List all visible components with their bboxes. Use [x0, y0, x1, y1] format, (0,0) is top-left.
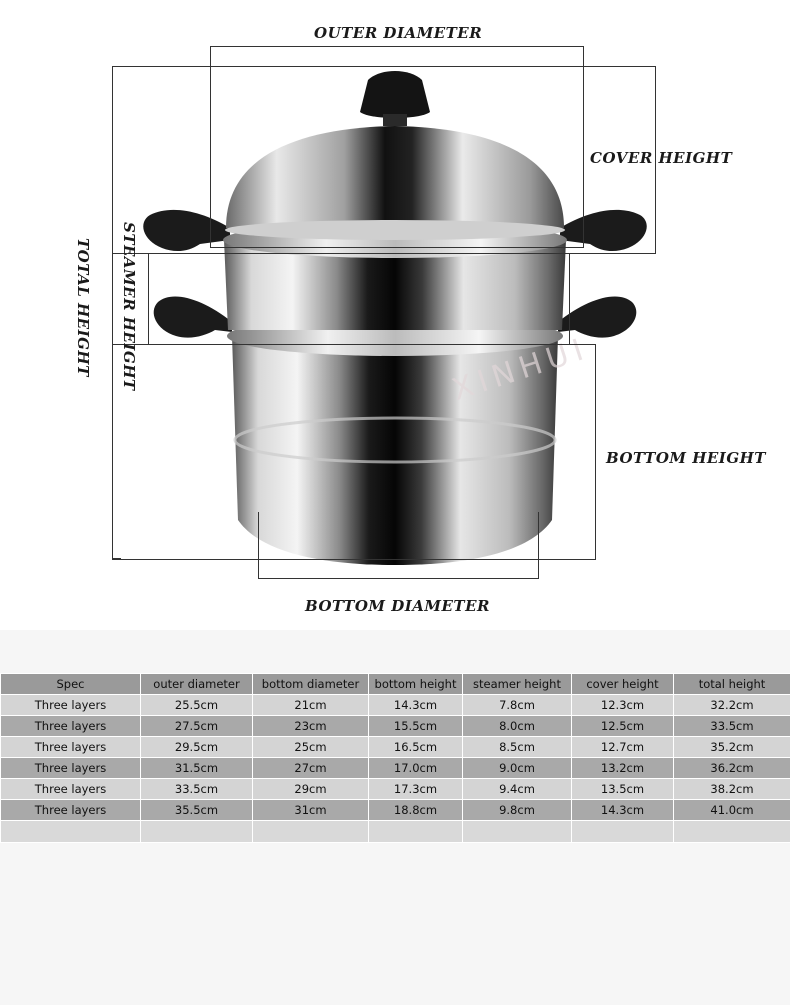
- table-cell: 21cm: [252, 694, 369, 716]
- table-row: Three layers 27.5cm 23cm 15.5cm 8.0cm 12…: [0, 715, 790, 737]
- table-cell: 25cm: [252, 736, 369, 758]
- table-cell: 27cm: [252, 757, 369, 779]
- outer-diameter-box: [210, 46, 584, 248]
- table-cell: 31cm: [252, 799, 369, 821]
- table-cell: Three layers: [0, 715, 141, 737]
- table-cell: 13.2cm: [571, 757, 674, 779]
- table-cell: 36.2cm: [673, 757, 790, 779]
- table-header-row: Spec outer diameter bottom diameter bott…: [0, 673, 790, 695]
- table-row: Three layers 29.5cm 25cm 16.5cm 8.5cm 12…: [0, 736, 790, 758]
- table-row: Three layers 33.5cm 29cm 17.3cm 9.4cm 13…: [0, 778, 790, 800]
- table-cell: 15.5cm: [368, 715, 463, 737]
- outer-diameter-label: OUTER DIAMETER: [314, 24, 483, 42]
- table-cell: 35.2cm: [673, 736, 790, 758]
- header-bottom-diameter: bottom diameter: [252, 673, 369, 695]
- steamer-pot-illustration: [143, 71, 647, 565]
- bottom-height-label: BOTTOM HEIGHT: [606, 449, 766, 467]
- header-outer-diameter: outer diameter: [140, 673, 253, 695]
- header-total-height: total height: [673, 673, 790, 695]
- bottom-diameter-label: BOTTOM DIAMETER: [305, 597, 490, 615]
- table-row: Three layers 35.5cm 31cm 18.8cm 9.8cm 14…: [0, 799, 790, 821]
- header-cover-height: cover height: [571, 673, 674, 695]
- table-cell: 14.3cm: [571, 799, 674, 821]
- table-cell: 33.5cm: [673, 715, 790, 737]
- bottom-height-box: [112, 344, 596, 560]
- table-cell: 35.5cm: [140, 799, 253, 821]
- table-cell: 9.8cm: [462, 799, 572, 821]
- table-cell: 29.5cm: [140, 736, 253, 758]
- table-cell: 41.0cm: [673, 799, 790, 821]
- table-cell: 16.5cm: [368, 736, 463, 758]
- table-cell: 25.5cm: [140, 694, 253, 716]
- cover-height-box: [112, 66, 656, 254]
- header-spec: Spec: [0, 673, 141, 695]
- total-height-label: TOTAL HEIGHT: [74, 238, 92, 377]
- table-cell: 7.8cm: [462, 694, 572, 716]
- table-cell: 13.5cm: [571, 778, 674, 800]
- steamer-height-label: STEAMER HEIGHT: [120, 222, 138, 391]
- table-cell: 14.3cm: [368, 694, 463, 716]
- table-cell: 8.0cm: [462, 715, 572, 737]
- table-cell: 17.3cm: [368, 778, 463, 800]
- table-cell: Three layers: [0, 694, 141, 716]
- header-steamer-height: steamer height: [462, 673, 572, 695]
- table-cell: 8.5cm: [462, 736, 572, 758]
- table-cell: 12.5cm: [571, 715, 674, 737]
- total-height-box: [112, 66, 121, 559]
- table-cell: 32.2cm: [673, 694, 790, 716]
- table-cell: Three layers: [0, 799, 141, 821]
- table-row: Three layers 31.5cm 27cm 17.0cm 9.0cm 13…: [0, 757, 790, 779]
- table-cell: 27.5cm: [140, 715, 253, 737]
- product-diagram: XINHUI OUTER DIAMETER COVER HEIGHT TOTAL…: [74, 24, 766, 615]
- spec-table: Spec outer diameter bottom diameter bott…: [0, 673, 790, 843]
- table-cell: Three layers: [0, 778, 141, 800]
- table-cell: 33.5cm: [140, 778, 253, 800]
- table-cell: 18.8cm: [368, 799, 463, 821]
- steamer-height-box: [148, 253, 570, 345]
- table-cell: 9.0cm: [462, 757, 572, 779]
- table-cell: Three layers: [0, 757, 141, 779]
- table-cell: 38.2cm: [673, 778, 790, 800]
- table-cell: 31.5cm: [140, 757, 253, 779]
- table-cell: Three layers: [0, 736, 141, 758]
- table-cell: 23cm: [252, 715, 369, 737]
- table-cell: 12.7cm: [571, 736, 674, 758]
- table-cell: 12.3cm: [571, 694, 674, 716]
- table-cell: 9.4cm: [462, 778, 572, 800]
- table-cell: 17.0cm: [368, 757, 463, 779]
- header-bottom-height: bottom height: [368, 673, 463, 695]
- bottom-diameter-box: [258, 512, 539, 579]
- table-empty-row: [0, 820, 790, 843]
- table-row: Three layers 25.5cm 21cm 14.3cm 7.8cm 12…: [0, 694, 790, 716]
- table-cell: 29cm: [252, 778, 369, 800]
- cover-height-label: COVER HEIGHT: [590, 149, 733, 167]
